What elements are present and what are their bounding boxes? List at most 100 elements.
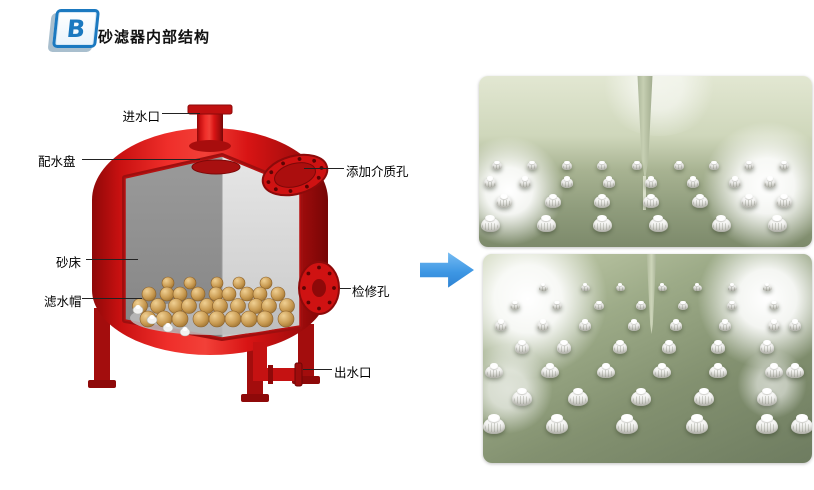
filter-nozzle: [541, 362, 559, 379]
b-logo-letter: B: [65, 14, 87, 43]
filter-nozzle: [592, 214, 612, 233]
filter-nozzle: [514, 340, 530, 354]
filter-nozzle: [718, 319, 732, 331]
filter-nozzle: [759, 340, 775, 354]
filter-nozzle: [790, 414, 812, 435]
filter-nozzle: [612, 340, 628, 354]
filter-nozzle: [709, 362, 727, 379]
filter-nozzle: [635, 300, 647, 310]
label-inspection: 检修孔: [352, 284, 390, 299]
leader-line-inspection: [340, 288, 351, 289]
filter-nozzle: [765, 362, 783, 379]
center-pipe: [646, 254, 657, 334]
filter-nozzle: [677, 300, 689, 310]
filter-nozzle: [602, 176, 616, 188]
filter-nozzle: [768, 300, 780, 310]
filter-nozzle: [494, 319, 508, 331]
filter-nozzle: [518, 176, 532, 188]
label-media-port: 添加介质孔: [346, 164, 409, 179]
filter-nozzle: [593, 300, 605, 310]
leader-line-distributor: [82, 159, 200, 160]
filter-nozzle: [632, 160, 642, 170]
filter-nozzle: [556, 340, 572, 354]
filter-nozzle: [485, 362, 503, 379]
filter-nozzle: [578, 319, 592, 331]
filter-nozzle: [615, 414, 639, 435]
filter-nozzle: [669, 319, 683, 331]
label-outlet: 出水口: [334, 365, 372, 380]
leader-line-media-port: [304, 168, 344, 169]
filter-nozzle: [483, 414, 506, 435]
filter-nozzle: [545, 193, 561, 208]
filter-nozzle: [562, 160, 572, 170]
filter-caps: [132, 305, 191, 337]
right-arrow-icon: [420, 252, 474, 288]
page-title: 砂滤器内部结构: [98, 28, 211, 46]
filter-nozzle: [757, 387, 777, 406]
filter-nozzle: [763, 176, 777, 188]
filter-nozzle: [653, 362, 671, 379]
filter-nozzle: [631, 387, 651, 406]
filter-nozzle: [767, 214, 787, 233]
filter-nozzle: [551, 300, 563, 310]
filter-nozzle: [496, 193, 512, 208]
filter-nozzle: [527, 160, 537, 170]
water-distribution-plate: [191, 159, 241, 175]
filter-nozzle: [648, 214, 668, 233]
filter-nozzle: [657, 283, 667, 292]
b-logo-badge: B: [51, 9, 101, 48]
media-addition-port: [261, 153, 329, 197]
center-rod: [643, 176, 646, 210]
filter-nozzle: [788, 319, 802, 331]
light-glow: [599, 76, 719, 136]
filter-nozzle: [538, 283, 548, 292]
filter-nozzle: [767, 319, 781, 331]
leader-line-inlet: [162, 113, 200, 114]
leader-line-filter-cap: [82, 298, 142, 299]
filter-nozzle: [692, 193, 708, 208]
filter-nozzle: [744, 160, 754, 170]
filter-nozzle: [512, 387, 532, 406]
light-glow: [737, 349, 807, 419]
filter-nozzle: [594, 193, 610, 208]
filter-nozzle: [483, 176, 497, 188]
filter-nozzle: [615, 283, 625, 292]
filter-nozzle: [580, 283, 590, 292]
filter-nozzle: [694, 387, 714, 406]
filter-nozzle: [536, 319, 550, 331]
filter-nozzle: [710, 340, 726, 354]
filter-nozzle: [727, 283, 737, 292]
filter-nozzle: [786, 362, 804, 379]
filter-nozzle: [762, 283, 772, 292]
label-distributor: 配水盘: [38, 154, 76, 169]
filter-nozzle: [480, 214, 500, 233]
leader-line-sand-bed: [86, 259, 138, 260]
filter-nozzle: [728, 176, 742, 188]
label-filter-cap: 滤水帽: [44, 294, 82, 309]
filter-nozzle: [741, 193, 757, 208]
filter-nozzle: [726, 300, 738, 310]
photo-nozzles-side-view: [479, 76, 812, 247]
filter-nozzle: [711, 214, 731, 233]
label-inlet: 进水口: [122, 109, 160, 124]
filter-nozzle: [692, 283, 702, 292]
filter-nozzle: [597, 160, 607, 170]
filter-nozzle: [686, 176, 700, 188]
outlet-pipe: [253, 342, 303, 387]
filter-nozzle: [644, 176, 658, 188]
filter-nozzle: [685, 414, 709, 435]
filter-nozzle: [776, 193, 792, 208]
leader-line-outlet: [303, 369, 332, 370]
filter-nozzle: [536, 214, 556, 233]
inspection-port: [298, 261, 340, 315]
filter-nozzle: [709, 160, 719, 170]
sand-filter-diagram: [88, 104, 340, 402]
photo-nozzles-floor-view: [483, 254, 812, 463]
filter-nozzle: [560, 176, 574, 188]
filter-nozzle: [545, 414, 569, 435]
filter-nozzle: [755, 414, 779, 435]
filter-nozzle: [492, 160, 502, 170]
inlet-pipe: [187, 104, 233, 152]
filter-nozzle: [627, 319, 641, 331]
